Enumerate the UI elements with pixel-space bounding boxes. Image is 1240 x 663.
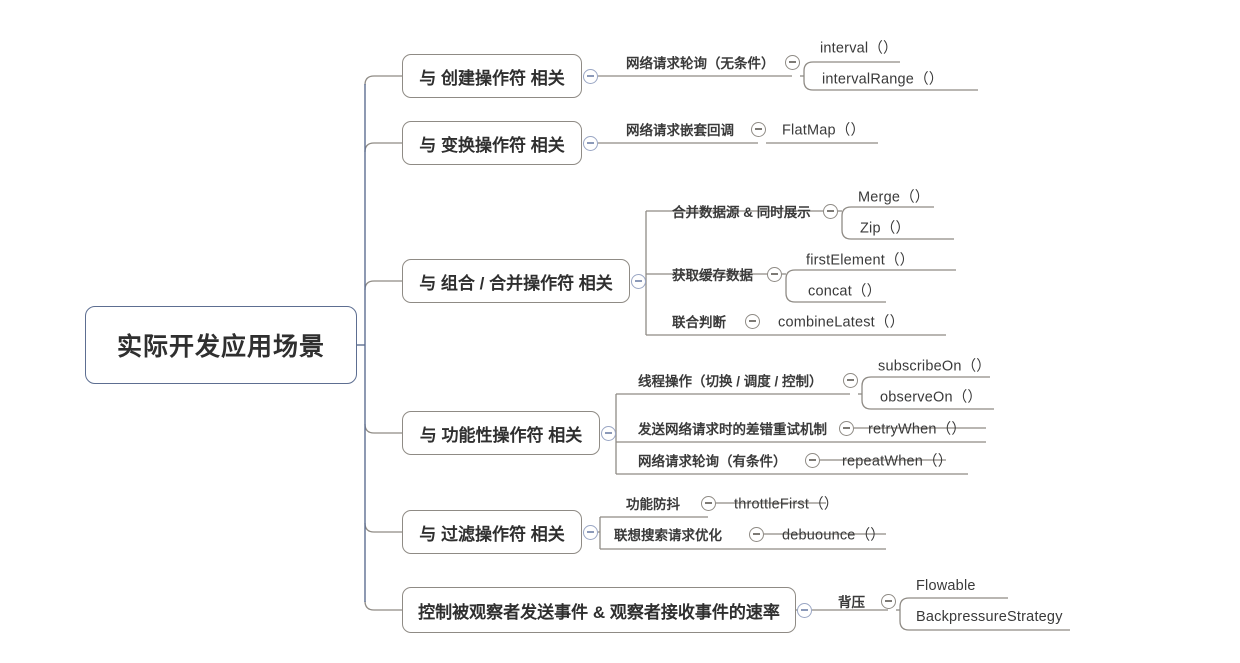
- branch-node-transform[interactable]: 与 变换操作符 相关: [402, 121, 582, 165]
- leaf-label-concat[interactable]: concat（）: [808, 283, 882, 300]
- branch-node-backpressure[interactable]: 控制被观察者发送事件 & 观察者接收事件的速率: [402, 587, 796, 633]
- leaf-label-retrywhen[interactable]: retryWhen（）: [868, 421, 967, 438]
- leaf-label-subscribeon[interactable]: subscribeOn（）: [878, 358, 991, 375]
- leaf-label-combinelatest[interactable]: combineLatest（）: [778, 314, 905, 331]
- collapse-minus-icon-branch-backpressure[interactable]: [796, 602, 812, 618]
- leaf-label-zip[interactable]: Zip（）: [860, 220, 911, 237]
- group-label-filter-0[interactable]: 功能防抖: [626, 497, 680, 512]
- leaf-label-interval[interactable]: interval（）: [820, 40, 898, 57]
- collapse-minus-icon-branch-create[interactable]: [582, 68, 598, 84]
- branch-label: 与 组合 / 合并操作符 相关: [419, 273, 613, 293]
- group-label-combine-0[interactable]: 合并数据源 & 同时展示: [672, 205, 811, 220]
- group-label-combine-2[interactable]: 联合判断: [672, 315, 726, 330]
- branch-node-filter[interactable]: 与 过滤操作符 相关: [402, 510, 582, 554]
- group-label-transform-0[interactable]: 网络请求嵌套回调: [626, 123, 734, 138]
- collapse-minus-icon-group-functional-2[interactable]: [804, 452, 820, 468]
- collapse-minus-icon-branch-filter[interactable]: [582, 524, 598, 540]
- collapse-minus-icon-group-filter-1[interactable]: [748, 526, 764, 542]
- branch-label: 与 变换操作符 相关: [419, 135, 565, 155]
- group-label-filter-1[interactable]: 联想搜索请求优化: [614, 528, 722, 543]
- leaf-label-throttlefirst[interactable]: throttleFirst（）: [734, 496, 839, 513]
- leaf-label-observeon[interactable]: observeOn（）: [880, 389, 983, 406]
- root-label: 实际开发应用场景: [116, 333, 325, 361]
- group-label-functional-1[interactable]: 发送网络请求时的差错重试机制: [638, 422, 827, 437]
- branch-label: 控制被观察者发送事件 & 观察者接收事件的速率: [418, 602, 780, 622]
- root-node[interactable]: 实际开发应用场景: [85, 306, 357, 384]
- leaf-label-backpressurestrategy[interactable]: BackpressureStrategy: [916, 609, 1063, 625]
- branch-node-combine[interactable]: 与 组合 / 合并操作符 相关: [402, 259, 630, 303]
- collapse-minus-icon-group-filter-0[interactable]: [700, 495, 716, 511]
- collapse-minus-icon-group-functional-1[interactable]: [838, 420, 854, 436]
- collapse-minus-icon-group-functional-0[interactable]: [842, 372, 858, 388]
- group-label-functional-0[interactable]: 线程操作（切换 / 调度 / 控制）: [638, 374, 823, 389]
- group-label-backpressure-0[interactable]: 背压: [838, 595, 865, 610]
- leaf-label-merge[interactable]: Merge（）: [858, 189, 930, 206]
- branch-node-create[interactable]: 与 创建操作符 相关: [402, 54, 582, 98]
- collapse-minus-icon-group-combine-0[interactable]: [822, 203, 838, 219]
- leaf-label-debuounce[interactable]: debuounce（）: [782, 527, 885, 544]
- branch-node-functional[interactable]: 与 功能性操作符 相关: [402, 411, 600, 455]
- group-label-combine-1[interactable]: 获取缓存数据: [672, 268, 753, 283]
- collapse-minus-icon-group-combine-2[interactable]: [744, 313, 760, 329]
- collapse-minus-icon-group-combine-1[interactable]: [766, 266, 782, 282]
- collapse-minus-icon-group-create-0[interactable]: [784, 54, 800, 70]
- leaf-label-intervalrange[interactable]: intervalRange（）: [822, 71, 944, 88]
- leaf-label-flatmap[interactable]: FlatMap（）: [782, 122, 866, 139]
- collapse-minus-icon-branch-transform[interactable]: [582, 135, 598, 151]
- group-label-create-0[interactable]: 网络请求轮询（无条件）: [626, 56, 775, 71]
- collapse-minus-icon-branch-functional[interactable]: [600, 425, 616, 441]
- leaf-label-flowable[interactable]: Flowable: [916, 578, 976, 594]
- collapse-minus-icon-branch-combine[interactable]: [630, 273, 646, 289]
- branch-label: 与 创建操作符 相关: [419, 68, 565, 88]
- collapse-minus-icon-group-transform-0[interactable]: [750, 121, 766, 137]
- group-label-functional-2[interactable]: 网络请求轮询（有条件）: [638, 454, 787, 469]
- collapse-minus-icon-group-backpressure-0[interactable]: [880, 593, 896, 609]
- branch-label: 与 过滤操作符 相关: [419, 524, 565, 544]
- branch-label: 与 功能性操作符 相关: [419, 425, 583, 445]
- leaf-label-firstelement[interactable]: firstElement（）: [806, 252, 915, 269]
- leaf-label-repeatwhen[interactable]: repeatWhen（）: [842, 453, 953, 470]
